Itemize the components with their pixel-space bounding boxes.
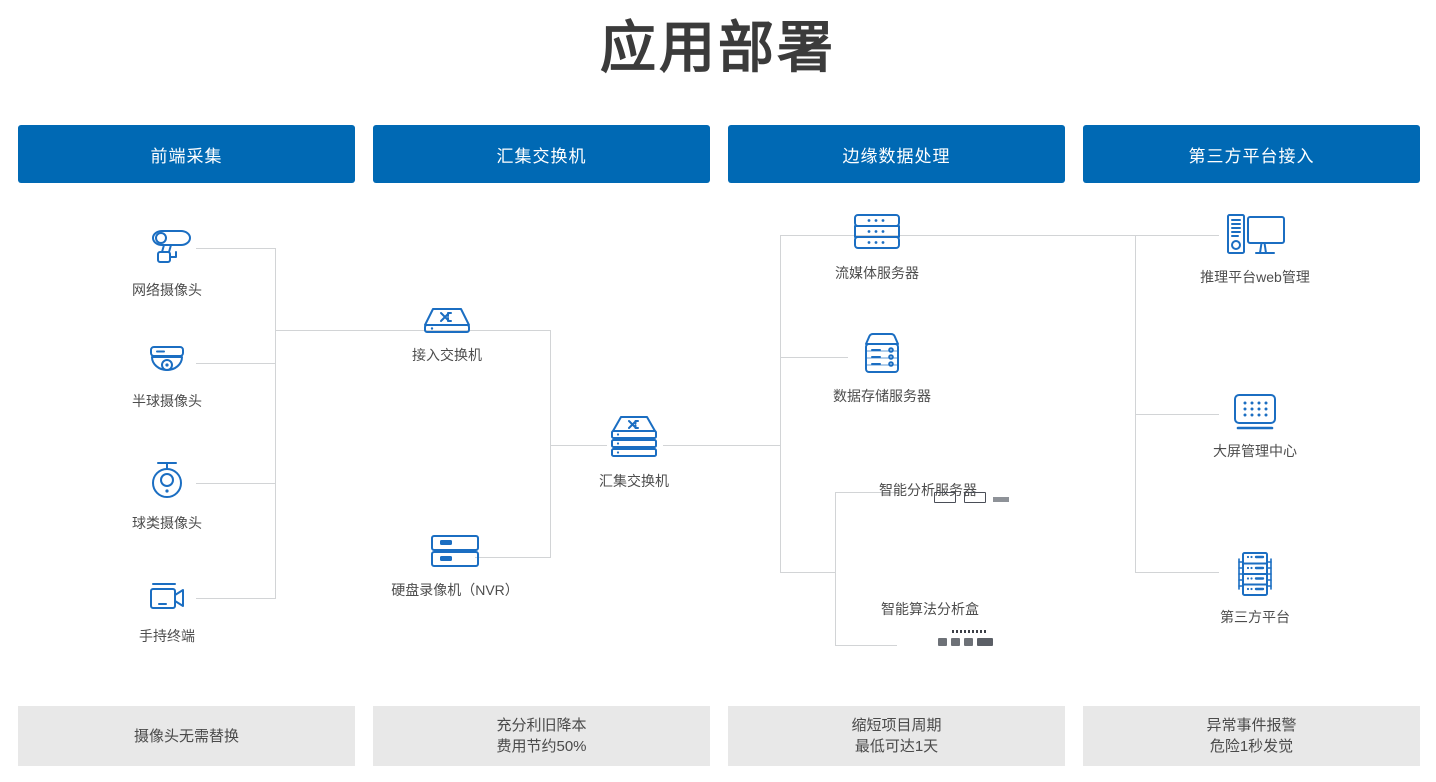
- node-data-storage-server[interactable]: 数据存储服务器: [802, 330, 962, 406]
- node-label: 推理平台web管理: [1200, 269, 1310, 285]
- node-label: 手持终端: [139, 628, 195, 644]
- column-header-third-party-platform-access[interactable]: 第三方平台接入: [1083, 125, 1420, 183]
- column-header-edge-data-processing[interactable]: 边缘数据处理: [728, 125, 1065, 183]
- wire-camera-1-stub: [196, 248, 275, 249]
- dome-camera-icon: [139, 339, 195, 383]
- ptz-camera-icon: [139, 457, 195, 505]
- wire-video-wall-stub: [1135, 414, 1219, 415]
- wire-camera-2-stub: [196, 363, 275, 364]
- node-label: 数据存储服务器: [833, 388, 931, 404]
- wire-cameras-to-access-switch: [275, 330, 480, 331]
- footer-line: 摄像头无需替换: [133, 727, 239, 745]
- footer-line: 异常事件报警: [1206, 717, 1297, 734]
- wire-camera-4-stub: [196, 598, 275, 599]
- wire-analysis-server-stub: [835, 492, 897, 493]
- node-label: 网络摄像头: [132, 282, 202, 298]
- nvr-recorder-icon: [424, 530, 486, 572]
- wire-web-management-stub: [1135, 235, 1219, 236]
- node-nvr[interactable]: 硬盘录像机（NVR）: [375, 530, 535, 600]
- column-header-aggregation-switch[interactable]: 汇集交换机: [373, 125, 710, 183]
- wire-edge-to-third-party: [780, 235, 1136, 236]
- page-title: 应用部署: [600, 16, 836, 79]
- node-dome-camera[interactable]: 半球摄像头: [87, 339, 247, 411]
- server-rack-icon: [1225, 549, 1285, 599]
- footer-line: 费用节约50%: [496, 738, 587, 755]
- wire-analysis-bus: [835, 492, 836, 646]
- wire-edge-bus: [780, 235, 781, 573]
- node-streaming-media-server[interactable]: 流媒体服务器: [797, 211, 957, 283]
- node-label: 半球摄像头: [132, 393, 202, 409]
- node-label: 智能算法分析盒: [881, 601, 979, 617]
- node-aggregation-switch[interactable]: 汇集交换机: [554, 413, 714, 491]
- stacked-switch-icon: [603, 413, 665, 463]
- node-inference-platform-web-management[interactable]: 推理平台web管理: [1175, 211, 1335, 287]
- footer-line: 缩短项目周期: [851, 717, 942, 734]
- node-ptz-camera[interactable]: 球类摄像头: [87, 457, 247, 533]
- node-label: 第三方平台: [1220, 609, 1290, 625]
- node-handheld-terminal[interactable]: 手持终端: [87, 578, 247, 646]
- node-access-switch[interactable]: 接入交换机: [367, 303, 527, 365]
- footer-benefit-aggregation: 充分利旧降本 费用节约50%: [373, 706, 710, 766]
- wire-camera-3-stub: [196, 483, 275, 484]
- node-label: 流媒体服务器: [835, 265, 919, 281]
- node-intelligent-analysis-server[interactable]: 智能分析服务器: [848, 472, 1008, 500]
- node-label: 智能分析服务器: [879, 482, 977, 498]
- node-large-screen-control-center[interactable]: 大屏管理中心: [1175, 391, 1335, 461]
- wire-nvr-stub: [475, 557, 551, 558]
- footer-line: 最低可达1天: [854, 738, 939, 755]
- wire-storage-server-stub: [780, 357, 848, 358]
- node-label: 球类摄像头: [132, 515, 202, 531]
- wire-access-switch-stub: [475, 330, 551, 331]
- node-label: 汇集交换机: [599, 473, 669, 489]
- camcorder-icon: [139, 578, 195, 618]
- footer-benefit-front-end: 摄像头无需替换: [18, 706, 355, 766]
- video-wall-icon: [1225, 391, 1285, 433]
- network-switch-icon: [417, 303, 477, 337]
- footer-line: 危险1秒发觉: [1209, 738, 1294, 755]
- node-label: 大屏管理中心: [1213, 443, 1297, 459]
- node-network-camera[interactable]: 网络摄像头: [87, 224, 247, 300]
- wire-switch-nvr-bus: [550, 330, 551, 558]
- node-label: 接入交换机: [412, 347, 482, 363]
- wire-camera-bus: [275, 248, 276, 599]
- wire-third-party-platform-stub: [1135, 572, 1219, 573]
- node-label: 硬盘录像机（NVR）: [391, 582, 519, 598]
- wire-bus-to-aggregation-switch: [550, 445, 607, 446]
- node-intelligent-algorithm-box[interactable]: 智能算法分析盒: [850, 599, 1010, 646]
- wire-third-party-bus: [1135, 235, 1136, 573]
- rack-server-icon: [847, 211, 907, 255]
- wire-edge-bus-to-analysis-bus: [780, 572, 836, 573]
- footer-benefit-edge: 缩短项目周期 最低可达1天: [728, 706, 1065, 766]
- wire-aggregation-to-edge: [663, 445, 781, 446]
- desktop-pc-icon: [1220, 211, 1290, 259]
- node-third-party-platform[interactable]: 第三方平台: [1175, 549, 1335, 627]
- footer-line: 充分利旧降本: [496, 717, 587, 734]
- bullet-camera-icon: [139, 224, 195, 272]
- storage-server-icon: [852, 330, 912, 378]
- column-header-front-end-collection[interactable]: 前端采集: [18, 125, 355, 183]
- footer-benefit-third-party: 异常事件报警 危险1秒发觉: [1083, 706, 1420, 766]
- wire-analysis-box-stub: [835, 645, 897, 646]
